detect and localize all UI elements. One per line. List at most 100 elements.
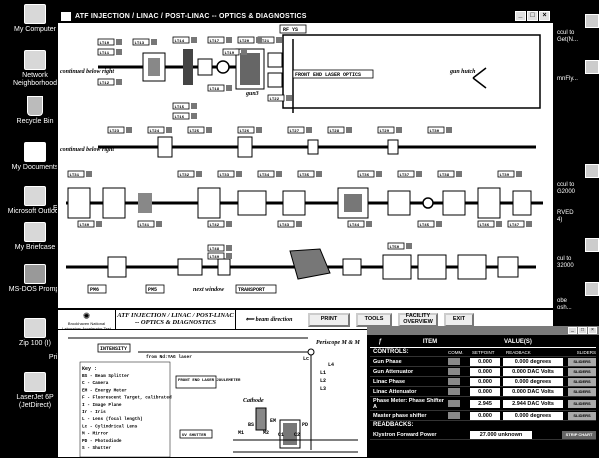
device-tag[interactable]: LT15 xyxy=(175,106,185,110)
status-indicator[interactable] xyxy=(151,39,157,45)
status-indicator[interactable] xyxy=(296,221,302,227)
status-indicator[interactable] xyxy=(166,127,172,133)
status-indicator[interactable] xyxy=(456,171,462,177)
device-tag[interactable]: LT14 xyxy=(175,40,185,44)
device-tag[interactable]: LT34 xyxy=(260,174,270,178)
slider-button[interactable]: SLIDERS xyxy=(568,377,596,386)
status-indicator[interactable] xyxy=(416,171,422,177)
status-indicator[interactable] xyxy=(156,221,162,227)
device-tag[interactable]: LT41 xyxy=(140,224,150,228)
panel-close-button[interactable]: × xyxy=(588,327,597,334)
slider-button[interactable]: SLIDERS xyxy=(568,367,596,376)
status-indicator[interactable] xyxy=(436,221,442,227)
slider-button[interactable]: SLIDERS xyxy=(568,387,596,396)
status-indicator[interactable] xyxy=(516,171,522,177)
desktop-icon-documents[interactable]: My Documents xyxy=(0,142,70,172)
uv-shutter-button[interactable]: UV SHUTTER xyxy=(182,434,207,438)
status-indicator[interactable] xyxy=(226,221,232,227)
setpoint-input[interactable]: 0.000 xyxy=(470,367,500,376)
setpoint-input[interactable]: 0.000 xyxy=(470,387,500,396)
comm-checkbox[interactable] xyxy=(448,400,460,407)
intensity-button[interactable]: INTENSITY xyxy=(100,346,127,352)
status-indicator[interactable] xyxy=(316,171,322,177)
minimize-button[interactable]: _ xyxy=(515,11,526,21)
shortcut-icon[interactable] xyxy=(585,238,599,252)
device-tag[interactable]: LT43 xyxy=(280,224,290,228)
setpoint-input[interactable]: 2.945 xyxy=(470,399,500,408)
status-indicator[interactable] xyxy=(226,37,232,43)
status-indicator[interactable] xyxy=(276,37,282,43)
tools-button[interactable]: TOOLS xyxy=(356,312,392,327)
status-indicator[interactable] xyxy=(256,127,262,133)
desktop-icon-laserjet[interactable]: LaserJet 6P (JetDirect) xyxy=(0,372,70,410)
print-button[interactable]: PRINT xyxy=(308,312,350,327)
device-tag[interactable]: LT37 xyxy=(400,174,410,178)
status-indicator[interactable] xyxy=(191,37,197,43)
status-indicator[interactable] xyxy=(256,37,262,43)
status-indicator[interactable] xyxy=(191,113,197,119)
status-indicator[interactable] xyxy=(116,79,122,85)
device-tag[interactable]: LT44 xyxy=(350,224,360,228)
device-tag[interactable]: LT48 xyxy=(210,248,220,252)
device-tag[interactable]: LT46 xyxy=(480,224,490,228)
device-tag[interactable]: LT29 xyxy=(380,130,390,134)
device-tag[interactable]: LT27 xyxy=(290,130,300,134)
device-tag[interactable]: LT20 xyxy=(240,40,250,44)
device-tag[interactable]: LT42 xyxy=(210,224,220,228)
maximize-button[interactable]: □ xyxy=(527,11,538,21)
strip-chart-button[interactable]: STRIP CHART xyxy=(562,430,596,439)
desktop-icon-recycle[interactable]: Recycle Bin xyxy=(0,96,70,126)
desktop-icon-briefcase[interactable]: My Briefcase xyxy=(0,222,70,252)
device-tag[interactable]: LT32 xyxy=(180,174,190,178)
device-tag[interactable]: LT16 xyxy=(175,116,185,120)
device-tag[interactable]: LT24 xyxy=(150,130,160,134)
device-tag[interactable]: LT21 xyxy=(260,40,270,44)
device-tag[interactable]: LT40 xyxy=(80,224,90,228)
device-tag[interactable]: LT25 xyxy=(190,130,200,134)
status-indicator[interactable] xyxy=(346,127,352,133)
slider-button[interactable]: SLIDERS xyxy=(568,399,596,408)
status-indicator[interactable] xyxy=(236,171,242,177)
status-indicator[interactable] xyxy=(96,221,102,227)
panel-minimize-button[interactable]: _ xyxy=(568,327,577,334)
status-indicator[interactable] xyxy=(196,171,202,177)
status-indicator[interactable] xyxy=(191,103,197,109)
status-indicator[interactable] xyxy=(286,95,292,101)
device-tag[interactable]: LT12 xyxy=(100,82,110,86)
device-tag[interactable]: LT26 xyxy=(240,130,250,134)
comm-checkbox[interactable] xyxy=(448,388,460,395)
front-end-joulemeter-button[interactable]: FRONT END LASER JOULEMETER xyxy=(178,379,241,383)
status-indicator[interactable] xyxy=(226,253,232,259)
device-tag[interactable]: LT39 xyxy=(500,174,510,178)
setpoint-input[interactable]: 0.000 xyxy=(470,411,500,420)
slider-button[interactable]: SLIDERS xyxy=(568,411,596,420)
status-indicator[interactable] xyxy=(496,221,502,227)
device-tag[interactable]: LT18 xyxy=(210,88,220,92)
close-button[interactable]: × xyxy=(539,11,550,21)
setpoint-input[interactable]: 0.000 xyxy=(470,377,500,386)
desktop-icon-zip[interactable]: Zip 100 (I) xyxy=(0,318,70,348)
device-tag[interactable]: LT17 xyxy=(210,40,220,44)
desktop-icon-my-computer[interactable]: My Computer xyxy=(0,4,70,34)
status-indicator[interactable] xyxy=(226,245,232,251)
desktop-icon-msdos[interactable]: MS-DOS Prompt xyxy=(0,264,70,294)
device-tag[interactable]: LT38 xyxy=(440,174,450,178)
device-tag[interactable]: LT33 xyxy=(220,174,230,178)
device-tag[interactable]: LT13 xyxy=(135,42,145,46)
status-indicator[interactable] xyxy=(406,243,412,249)
status-indicator[interactable] xyxy=(241,49,247,55)
device-tag[interactable]: LT36 xyxy=(360,174,370,178)
device-tag[interactable]: LT22 xyxy=(270,98,280,102)
status-indicator[interactable] xyxy=(126,127,132,133)
comm-checkbox[interactable] xyxy=(448,368,460,375)
panel-maximize-button[interactable]: □ xyxy=(578,327,587,334)
device-tag[interactable]: LT35 xyxy=(300,174,310,178)
status-indicator[interactable] xyxy=(376,171,382,177)
comm-checkbox[interactable] xyxy=(448,378,460,385)
device-tag[interactable]: LT11 xyxy=(100,52,110,56)
status-indicator[interactable] xyxy=(396,127,402,133)
comm-checkbox[interactable] xyxy=(448,412,460,419)
status-indicator[interactable] xyxy=(306,127,312,133)
device-tag[interactable]: LT28 xyxy=(330,130,340,134)
status-indicator[interactable] xyxy=(526,221,532,227)
